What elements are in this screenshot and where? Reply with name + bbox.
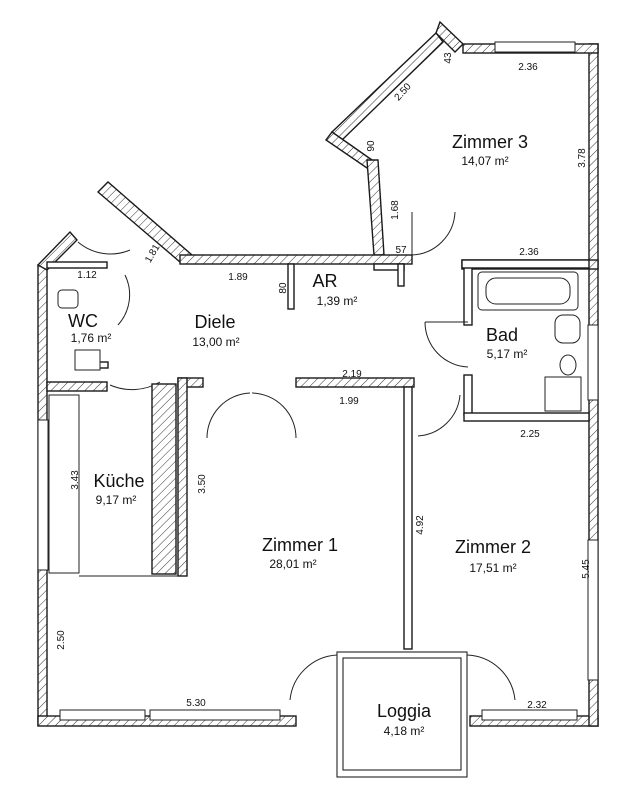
exterior-walls — [36, 20, 599, 727]
loggia-structure — [336, 651, 468, 778]
room-kueche-area: 9,17 m² — [96, 493, 137, 507]
dim-232: 2.32 — [527, 700, 547, 711]
dim-350: 3.50 — [197, 474, 208, 494]
sink — [554, 314, 581, 344]
room-ar-area: 1,39 m² — [317, 294, 358, 308]
room-zimmer3-name: Zimmer 3 — [452, 132, 528, 152]
room-labels: Zimmer 3 14,07 m² AR 1,39 m² WC 1,76 m² … — [68, 132, 531, 738]
room-diele-area: 13,00 m² — [192, 335, 239, 349]
room-loggia-name: Loggia — [377, 701, 432, 721]
room-wc-area: 1,76 m² — [71, 331, 112, 345]
room-kueche-name: Küche — [93, 471, 144, 491]
dim-225: 2.25 — [520, 429, 540, 440]
fixtures — [48, 271, 582, 577]
dim-199: 1.99 — [339, 396, 359, 407]
kitchen-cabinet — [151, 383, 177, 575]
wc-sink — [74, 349, 101, 371]
interior-walls — [46, 259, 590, 650]
room-bad-area: 5,17 m² — [487, 347, 528, 361]
room-zimmer2-name: Zimmer 2 — [455, 537, 531, 557]
dim-90: 90 — [366, 140, 377, 152]
room-loggia-area: 4,18 m² — [384, 724, 425, 738]
doors — [77, 211, 516, 701]
dim-168: 1.68 — [390, 200, 401, 220]
dim-492: 4.92 — [415, 515, 426, 535]
room-bad-name: Bad — [486, 325, 518, 345]
dim-530: 5.30 — [186, 698, 206, 709]
washing-machine — [544, 376, 582, 412]
room-zimmer2-area: 17,51 m² — [469, 561, 516, 575]
dim-250-left: 2.50 — [56, 630, 67, 650]
dim-57: 57 — [395, 245, 407, 256]
room-wc-name: WC — [68, 311, 98, 331]
room-zimmer1-name: Zimmer 1 — [262, 535, 338, 555]
room-ar-name: AR — [312, 271, 337, 291]
room-zimmer3-area: 14,07 m² — [461, 154, 508, 168]
windows — [37, 41, 599, 721]
dim-80: 80 — [278, 282, 289, 294]
dim-378: 3.78 — [577, 148, 588, 168]
kitchen-counter — [48, 394, 80, 574]
dim-43: 43 — [443, 52, 454, 64]
room-diele-name: Diele — [194, 312, 235, 332]
toilet — [559, 354, 577, 376]
dim-545: 5.45 — [581, 559, 592, 579]
dim-236-top: 2.36 — [518, 62, 538, 73]
dim-343: 3.43 — [70, 470, 81, 490]
dim-189: 1.89 — [228, 272, 248, 283]
dim-112: 1.12 — [77, 270, 97, 281]
dim-219: 2.19 — [342, 369, 362, 380]
wc-toilet — [57, 289, 79, 309]
dim-236-mid: 2.36 — [519, 247, 539, 258]
room-zimmer1-area: 28,01 m² — [269, 557, 316, 571]
